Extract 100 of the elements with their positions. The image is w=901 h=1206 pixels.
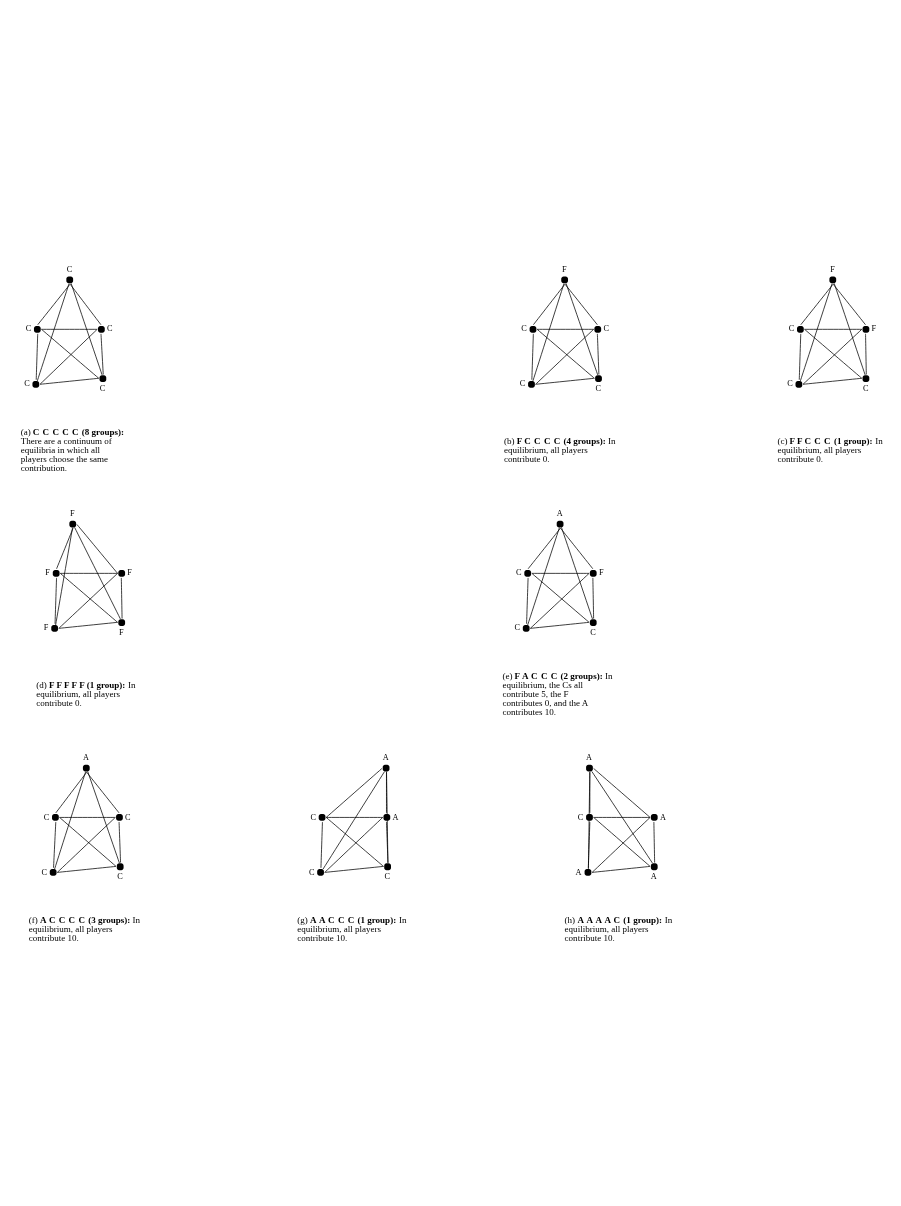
label: (g) A A C C C (1 group): In equilibrium, all players contribute 10. bbox=[297, 914, 407, 943]
node-label: A bbox=[556, 508, 563, 518]
connector bbox=[41, 328, 100, 379]
node-circle bbox=[561, 276, 568, 283]
node-label: C bbox=[519, 378, 526, 388]
connector bbox=[41, 328, 98, 330]
connector bbox=[798, 332, 802, 380]
node-circle bbox=[32, 380, 40, 388]
node-circle bbox=[317, 868, 324, 876]
node-label: C bbox=[516, 567, 522, 577]
node-circle bbox=[522, 624, 530, 632]
connector bbox=[653, 821, 655, 863]
node-label: C bbox=[308, 867, 315, 877]
node-label: F bbox=[70, 508, 75, 518]
label: (h) A A A A C (1 group): In equilibrium, all players contribute 10. bbox=[564, 914, 673, 943]
connector bbox=[54, 577, 57, 624]
connector bbox=[833, 282, 866, 375]
node-label: C bbox=[25, 323, 32, 333]
label: (d) F F F F F (1 group): In equilibrium, all players contribute 0. bbox=[36, 679, 136, 708]
node-circle bbox=[829, 276, 837, 283]
node-label: F bbox=[561, 264, 567, 274]
connector bbox=[74, 526, 121, 619]
node-circle bbox=[528, 380, 535, 388]
node-label: C bbox=[521, 323, 527, 333]
node-circle bbox=[556, 520, 564, 527]
node-label: F bbox=[43, 622, 49, 632]
node-label: C bbox=[24, 378, 30, 388]
node-label: A bbox=[586, 752, 593, 762]
node-circle bbox=[589, 618, 597, 626]
connector bbox=[76, 523, 118, 574]
node-circle bbox=[524, 569, 532, 577]
connector bbox=[527, 527, 561, 569]
connector bbox=[35, 332, 39, 380]
node-circle bbox=[586, 813, 593, 821]
node-label: C bbox=[41, 867, 47, 877]
node-label: F bbox=[871, 323, 877, 333]
connector bbox=[800, 283, 834, 325]
connector bbox=[55, 526, 73, 625]
connector bbox=[325, 767, 383, 818]
connector bbox=[39, 328, 98, 385]
connector bbox=[86, 771, 120, 813]
node-label: C bbox=[107, 323, 113, 333]
connector bbox=[804, 328, 863, 330]
node-label: A bbox=[382, 752, 389, 762]
node-circle bbox=[49, 868, 57, 876]
connector bbox=[70, 282, 103, 375]
connector bbox=[59, 572, 118, 574]
connector bbox=[536, 328, 594, 330]
node-label: A bbox=[392, 812, 399, 822]
connector bbox=[36, 282, 70, 381]
node-label: F bbox=[45, 567, 50, 577]
node-label: C bbox=[603, 323, 609, 333]
node-label: C bbox=[66, 264, 73, 274]
label: (c) F F C C C (1 group): In equilibrium, all players contribute 0. bbox=[777, 435, 883, 464]
node-circle bbox=[529, 325, 537, 333]
node-circle bbox=[862, 374, 870, 382]
connector bbox=[532, 282, 565, 381]
node-label: F bbox=[127, 567, 132, 577]
node-label: F bbox=[119, 627, 124, 637]
node-circle bbox=[586, 764, 593, 771]
node-circle bbox=[584, 868, 592, 876]
connector bbox=[527, 526, 560, 625]
node-circle bbox=[650, 813, 658, 821]
connector bbox=[531, 332, 534, 380]
connector bbox=[535, 377, 595, 385]
connector bbox=[865, 332, 867, 375]
connector bbox=[589, 771, 591, 813]
node-label: C bbox=[590, 627, 596, 637]
node-circle bbox=[797, 325, 804, 333]
node-circle bbox=[51, 624, 59, 632]
node-circle bbox=[383, 813, 391, 821]
connector bbox=[593, 816, 651, 818]
connector bbox=[53, 821, 57, 868]
node-label: C bbox=[862, 383, 869, 393]
connector bbox=[56, 865, 117, 873]
connector bbox=[59, 816, 117, 867]
node-label: C bbox=[125, 812, 131, 822]
node-label: C bbox=[514, 622, 521, 632]
connector bbox=[69, 283, 102, 325]
node-circle bbox=[650, 862, 658, 870]
node-circle bbox=[595, 374, 602, 382]
node-label: C bbox=[787, 378, 793, 388]
node-label: C bbox=[117, 871, 123, 881]
node-circle bbox=[52, 569, 60, 577]
connector bbox=[531, 572, 590, 574]
node-circle bbox=[69, 520, 77, 527]
node-circle bbox=[116, 862, 124, 870]
connector bbox=[597, 332, 600, 375]
connector bbox=[591, 770, 653, 863]
node-circle bbox=[318, 813, 326, 821]
connector bbox=[591, 865, 651, 873]
connector bbox=[386, 770, 389, 863]
connector bbox=[800, 282, 833, 381]
connector bbox=[526, 577, 529, 624]
node-label: C bbox=[384, 871, 391, 881]
node-circle bbox=[862, 325, 870, 333]
node-label: A bbox=[82, 752, 89, 762]
connector bbox=[120, 577, 123, 619]
connector bbox=[561, 526, 593, 619]
connector bbox=[320, 821, 323, 868]
